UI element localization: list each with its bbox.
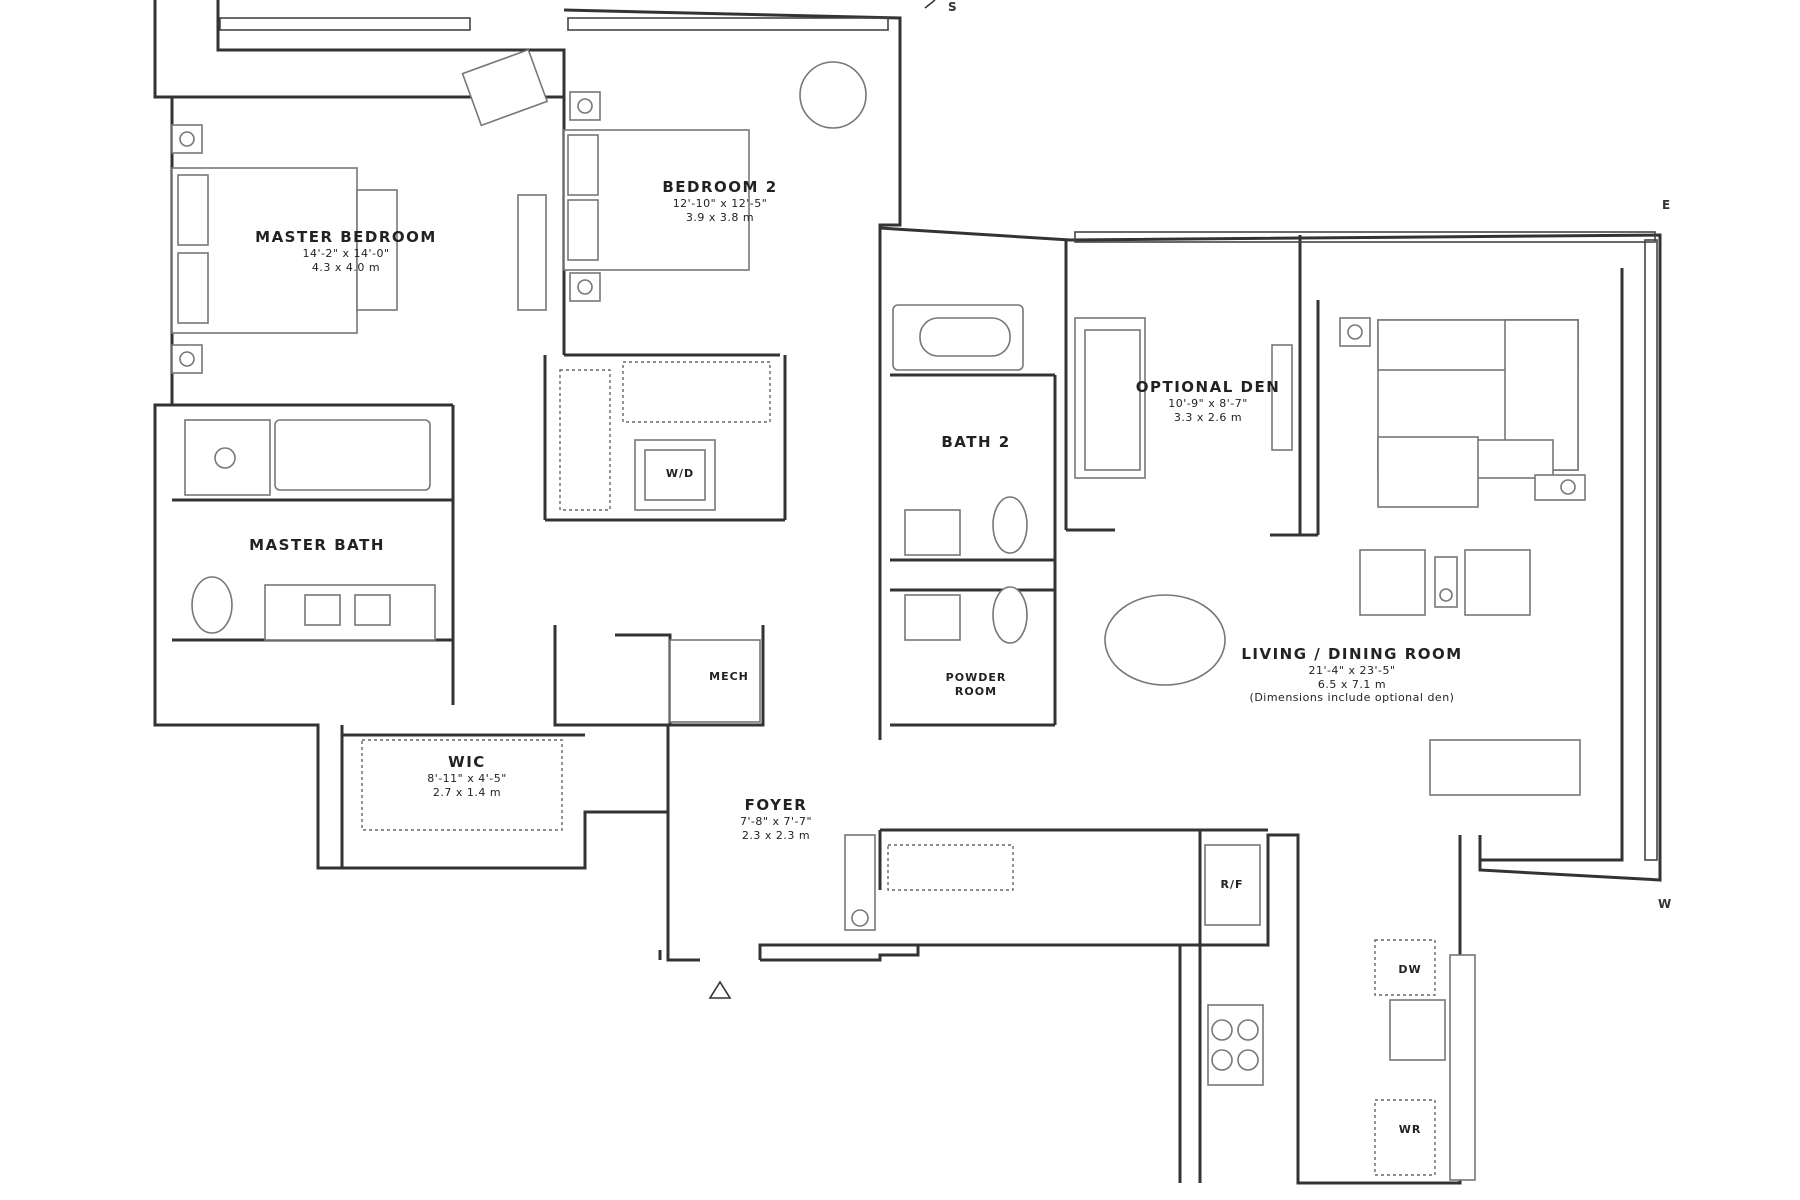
bath-2-fixtures	[892, 304, 1028, 644]
mech-closet	[669, 639, 761, 723]
wine-refrigerator-label: WR	[1398, 1123, 1422, 1136]
foyer-closet	[844, 834, 1014, 931]
north-arrow-line	[924, 0, 936, 9]
master-bath-fixtures	[184, 419, 436, 641]
compass-south: S	[948, 0, 957, 14]
washer-dryer-label: W/D	[665, 467, 695, 480]
room-label-foyer: FOYER 7'-8" x 7'-7" 2.3 x 2.3 m	[739, 796, 813, 842]
refrigerator-label: R/F	[1220, 878, 1244, 891]
windows	[219, 17, 1658, 861]
room-label-master-bedroom: MASTER BEDROOM 14'-2" x 14'-0" 4.3 x 4.0…	[255, 228, 437, 274]
room-label-master-bath: MASTER BATH	[249, 536, 385, 554]
room-label-powder-room: POWDER ROOM	[945, 671, 1007, 698]
room-label-wic: WIC 8'-11" x 4'-5" 2.7 x 1.4 m	[427, 753, 507, 799]
room-label-optional-den: OPTIONAL DEN 10'-9" x 8'-7" 3.3 x 2.6 m	[1135, 378, 1281, 424]
room-label-mech: MECH	[709, 670, 749, 683]
wic-shelving	[361, 739, 563, 831]
laundry	[559, 361, 771, 511]
dishwasher-label: DW	[1398, 963, 1422, 976]
kitchen	[1204, 844, 1476, 1181]
living-furniture	[1104, 317, 1586, 796]
bed-2	[563, 61, 867, 302]
den-furniture	[1074, 317, 1293, 479]
master-bed	[171, 48, 549, 374]
room-label-bath-2: BATH 2	[941, 433, 1011, 451]
room-label-living-dining: LIVING / DINING ROOM 21'-4" x 23'-5" 6.5…	[1241, 645, 1463, 705]
compass-west: W	[1658, 897, 1672, 911]
compass-east: E	[1662, 198, 1671, 212]
entry-triangle-icon	[708, 980, 732, 999]
room-label-bedroom-2: BEDROOM 2 12'-10" x 12'-5" 3.9 x 3.8 m	[662, 178, 778, 224]
